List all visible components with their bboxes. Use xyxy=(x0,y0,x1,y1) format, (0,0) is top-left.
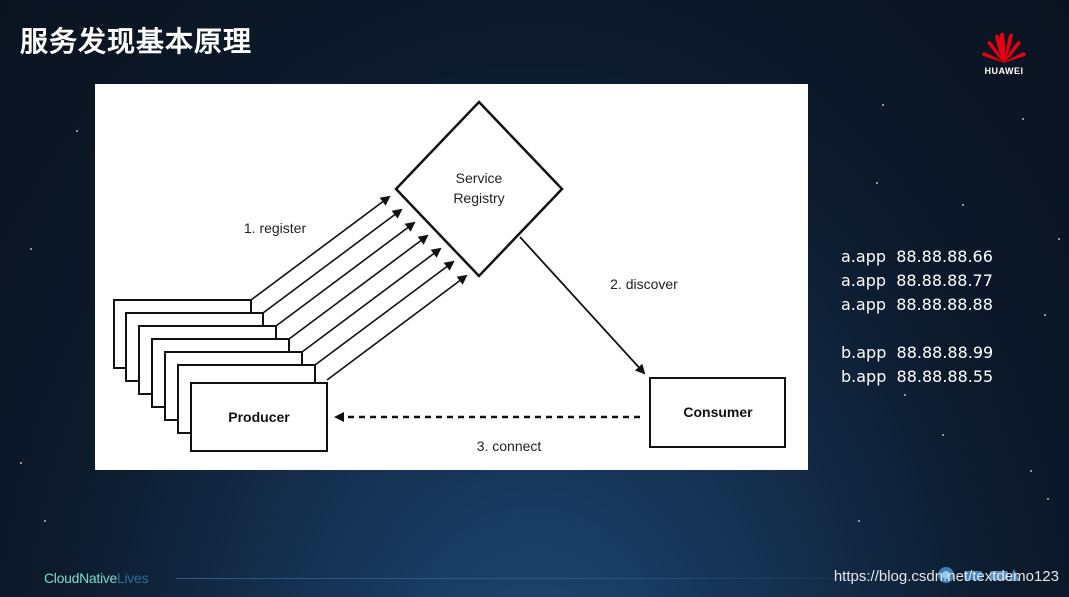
huawei-wordmark: HUAWEI xyxy=(984,66,1024,76)
app-name: a.app xyxy=(841,271,887,290)
instance-entry: a.app 88.88.88.77 xyxy=(841,269,993,293)
slide-title: 服务发现基本原理 xyxy=(20,26,253,57)
huawei-flower-icon xyxy=(982,32,1026,63)
consumer-label: Consumer xyxy=(683,404,753,420)
instance-entry: a.app 88.88.88.88 xyxy=(841,293,993,317)
register-arrow xyxy=(326,274,468,381)
app-name: b.app xyxy=(841,367,887,386)
producer-box xyxy=(190,382,328,452)
ip-address: 88.88.88.99 xyxy=(896,343,994,362)
ip-address: 88.88.88.55 xyxy=(896,367,994,386)
diagram-canvas: Producer Service Registry 1. register Co… xyxy=(113,100,786,454)
cloudnative-lives-logo: CloudNativeLives xyxy=(44,570,148,586)
app-name: a.app xyxy=(841,295,887,314)
footer-brand-suffix: Lives xyxy=(116,570,149,586)
discover-arrow xyxy=(519,236,646,375)
producer-instance-stack xyxy=(113,299,328,452)
consumer-box xyxy=(649,377,786,448)
footer-divider xyxy=(176,578,876,579)
register-arrow xyxy=(314,260,455,366)
ip-address: 88.88.88.77 xyxy=(896,271,993,290)
instance-entry: b.app 88.88.88.55 xyxy=(841,365,993,389)
service-discovery-diagram: Producer Service Registry 1. register Co… xyxy=(95,84,808,470)
service-registry-diamond xyxy=(394,100,564,278)
app-name: b.app xyxy=(841,343,887,362)
instance-entry: a.app 88.88.88.66 xyxy=(841,245,993,269)
register-arrow xyxy=(250,195,391,301)
register-arrows xyxy=(250,195,468,381)
instance-group-gap xyxy=(841,317,993,341)
registry-label-line2: Registry xyxy=(453,190,504,206)
register-arrow xyxy=(275,221,416,327)
register-arrow xyxy=(301,247,442,353)
app-name: a.app xyxy=(841,247,887,266)
footer-brand-main: CloudNative xyxy=(44,570,117,586)
producer-label: Producer xyxy=(228,409,290,425)
register-arrow xyxy=(288,234,429,340)
ip-address: 88.88.88.66 xyxy=(896,247,993,266)
registry-label-line1: Service xyxy=(456,170,503,186)
instance-address-list: a.app 88.88.88.66 a.app 88.88.88.77 a.ap… xyxy=(841,245,993,389)
instance-entry: b.app 88.88.88.99 xyxy=(841,341,993,365)
huawei-logo: HUAWEI xyxy=(978,30,1030,76)
ip-address: 88.88.88.88 xyxy=(896,295,993,314)
step-discover-label: 2. discover xyxy=(610,276,678,292)
register-arrow xyxy=(262,208,403,314)
source-watermark: https://blog.csdn.net/textdemo123 xyxy=(833,568,1059,585)
sponsor-logos xyxy=(938,567,1020,583)
step-connect-label: 3. connect xyxy=(477,438,542,454)
step-register-label: 1. register xyxy=(244,220,307,236)
